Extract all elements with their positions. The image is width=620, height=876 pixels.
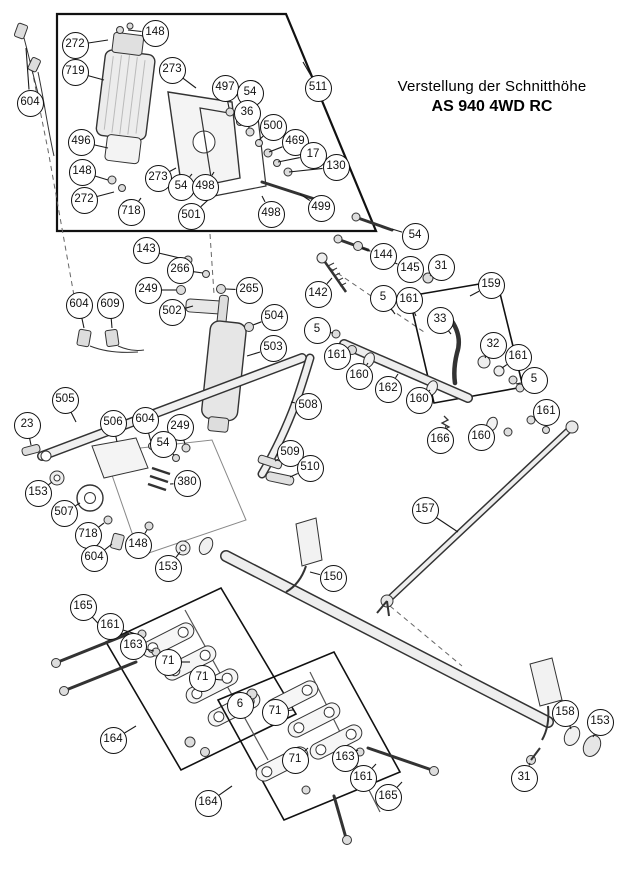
tie-rod bbox=[376, 383, 579, 617]
link-plate-cluster-a bbox=[51, 586, 298, 772]
diagram-subtitle: AS 940 4WD RC bbox=[431, 98, 553, 115]
link-plate-cluster-b bbox=[216, 650, 439, 845]
middle-fasteners bbox=[176, 255, 226, 315]
axle-end-bushings bbox=[526, 726, 602, 765]
axle-tube bbox=[198, 517, 563, 741]
gas-spring bbox=[201, 294, 254, 433]
diagram-title-block: Verstellung der Schnitthöhe AS 940 4WD R… bbox=[376, 78, 608, 116]
link-plate bbox=[185, 668, 239, 704]
cable-connectors-mid bbox=[76, 328, 145, 353]
frame-bracket-cluster bbox=[49, 437, 295, 557]
actuator-motor bbox=[95, 22, 156, 192]
cable-assembly-top bbox=[13, 22, 55, 157]
lift-bar bbox=[21, 353, 307, 462]
pivot-shaft bbox=[331, 329, 513, 438]
diagram-title: Verstellung der Schnitthöhe bbox=[397, 78, 587, 95]
link-plate bbox=[309, 724, 363, 760]
link-plate bbox=[163, 645, 217, 681]
mounting-bracket-plates bbox=[167, 91, 332, 206]
tension-spring-rod bbox=[316, 241, 434, 293]
link-plate bbox=[287, 702, 341, 738]
assembly-box-outline bbox=[55, 12, 378, 233]
link-plate bbox=[141, 622, 195, 658]
